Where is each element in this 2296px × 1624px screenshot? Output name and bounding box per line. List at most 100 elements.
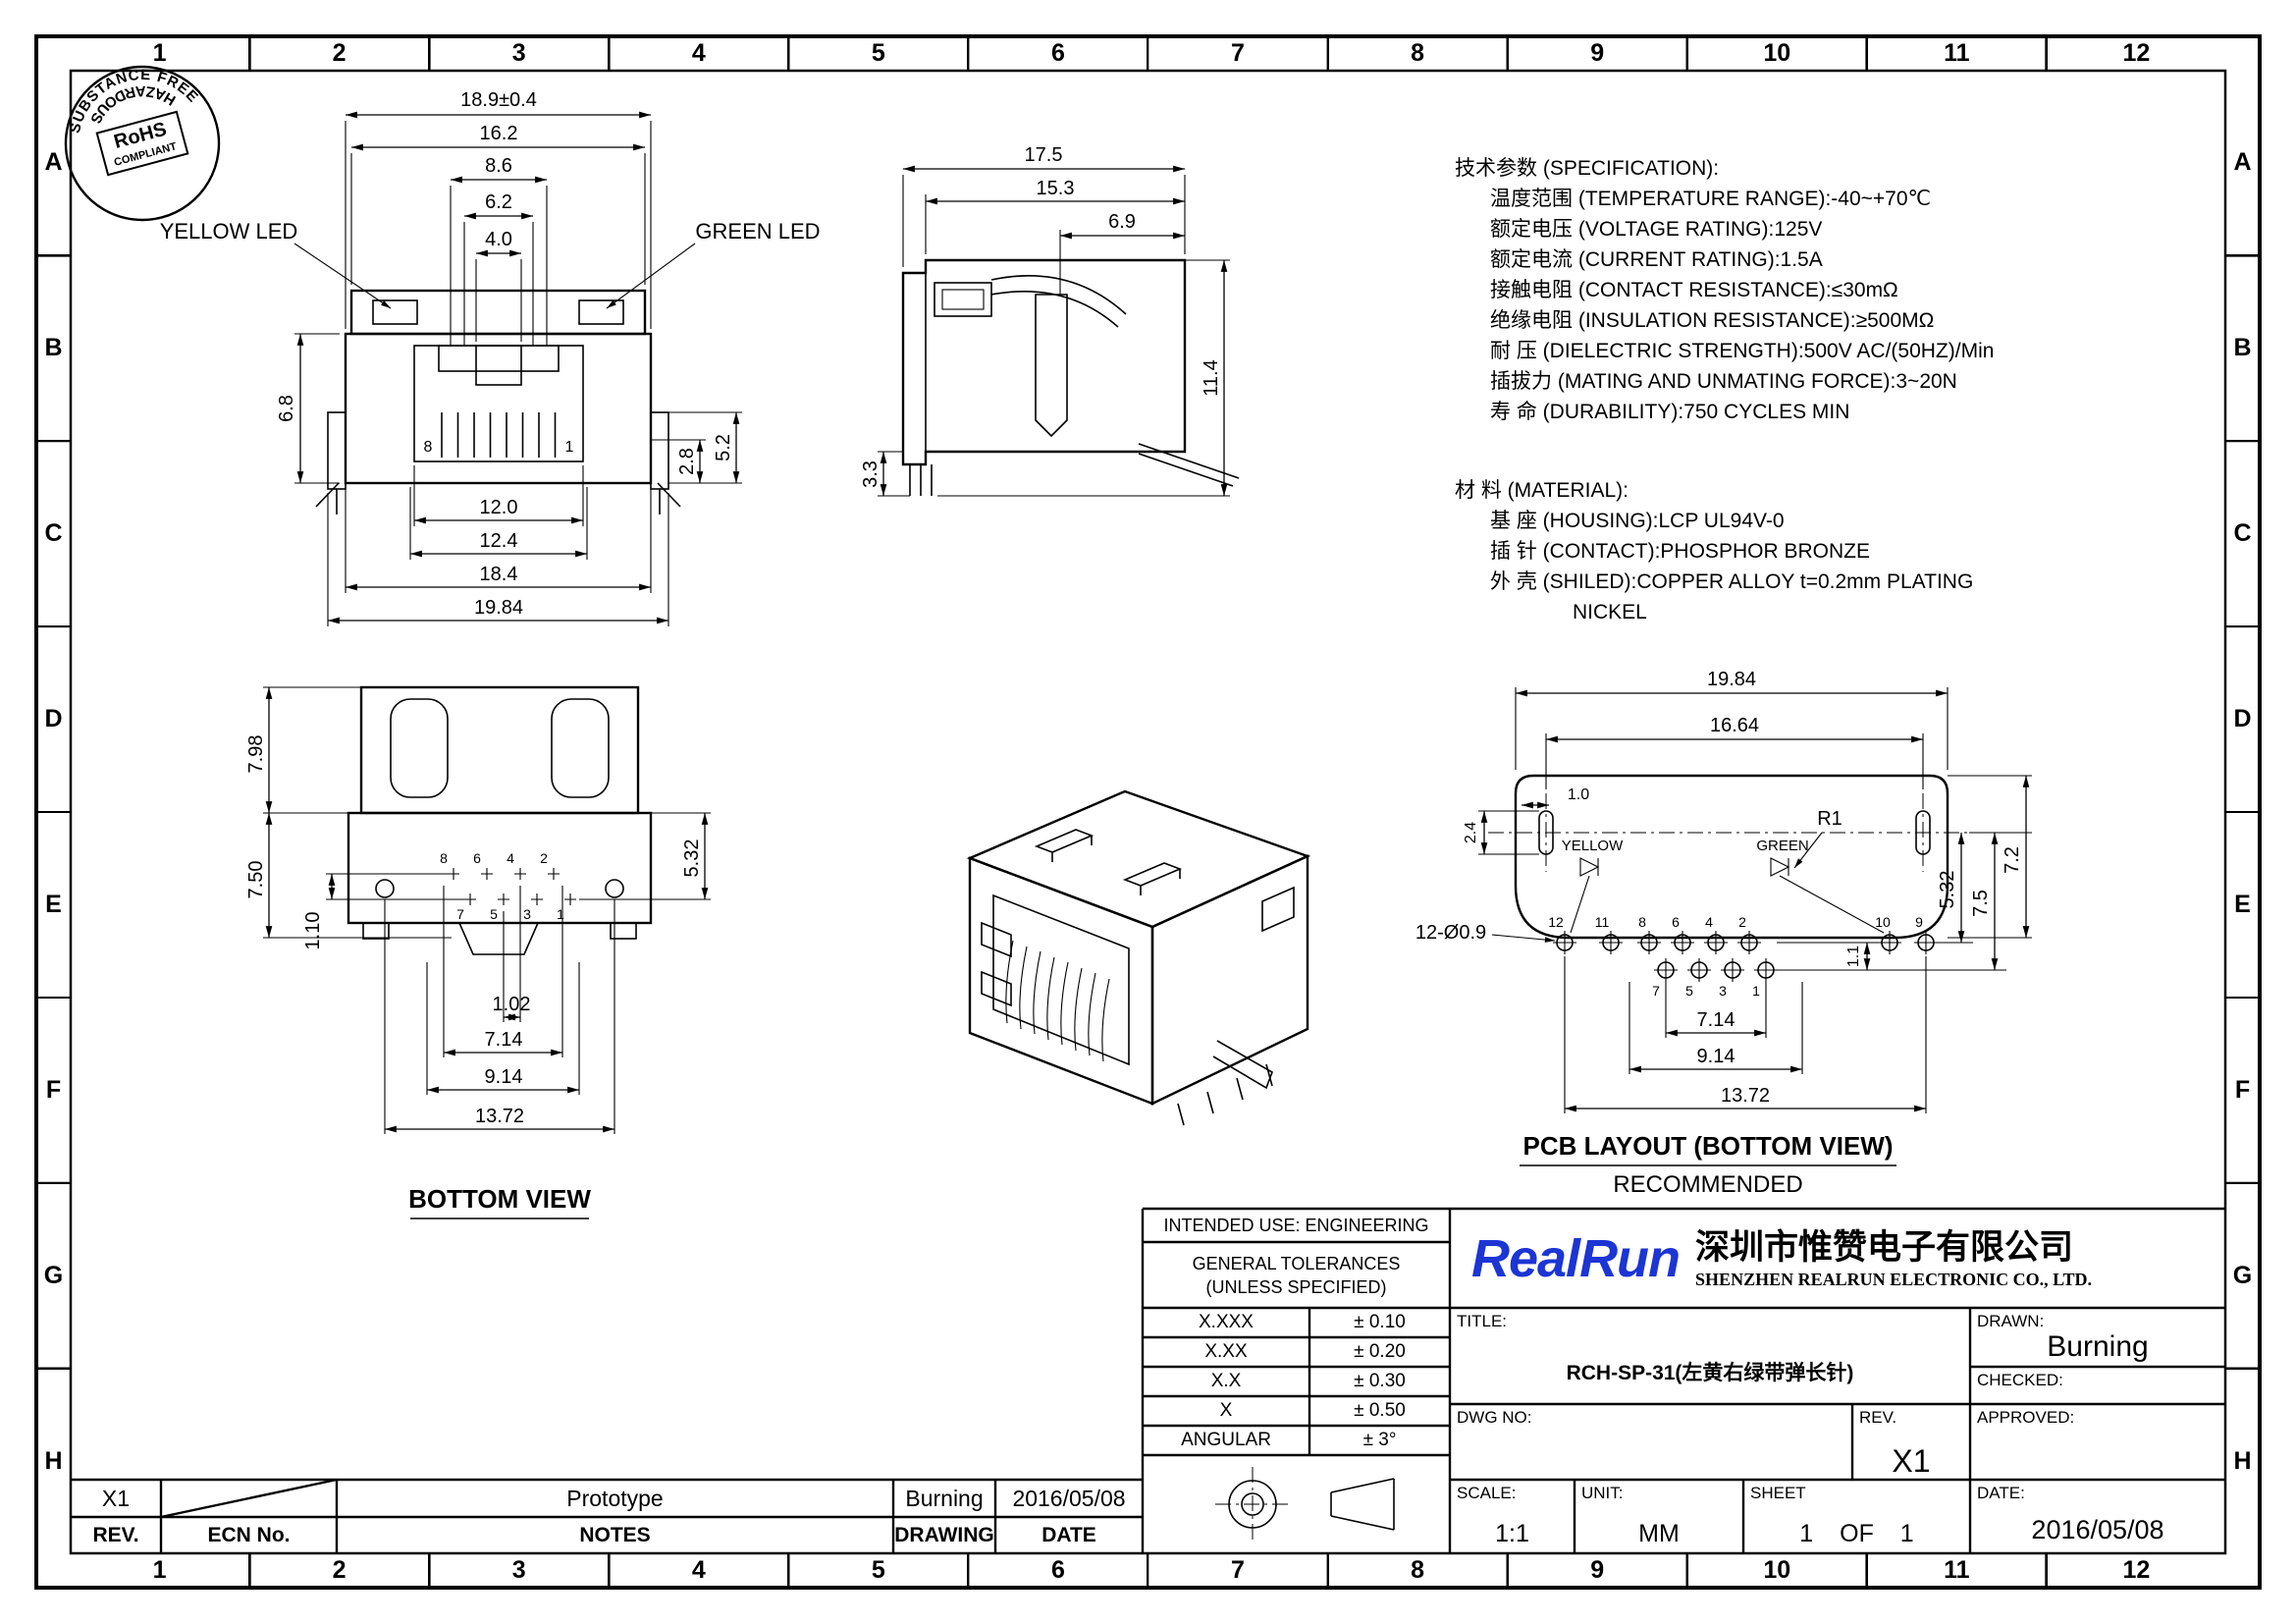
pcb-dim-5.32: 5.32 <box>1937 871 1958 909</box>
pcb-radius-r1: R1 <box>1817 808 1842 830</box>
bv-dim-13.72: 13.72 <box>475 1106 524 1127</box>
grid-col-label: 11 <box>1865 36 2046 71</box>
material-line: 基 座 (HOUSING):LCP UL94V-0 <box>1490 510 1785 532</box>
grid-col-label: 10 <box>1685 1553 1866 1588</box>
grid-row-label: D <box>2225 625 2260 811</box>
projection-symbol <box>1215 1467 1395 1542</box>
front-dim-6.2: 6.2 <box>485 191 512 213</box>
drawing-title-value: RCH-SP-31(左黄右绿带弹长针) <box>1566 1362 1854 1384</box>
side-view: 17.5 15.3 6.9 11.4 3.3 <box>860 144 1240 497</box>
date-value: 2016/05/08 <box>2031 1515 2164 1544</box>
grid-col-label: 5 <box>787 36 967 71</box>
bv-dim-9.14: 9.14 <box>485 1066 523 1088</box>
front-dim-19.84: 19.84 <box>474 597 523 619</box>
front-dim-12.4: 12.4 <box>480 530 518 552</box>
pcb-holes-label: 12-Ø0.9 <box>1415 922 1486 944</box>
revision-ecn-label: ECN No. <box>207 1523 291 1546</box>
spec-line: 额定电流 (CURRENT RATING):1.5A <box>1490 248 1823 271</box>
bv-dim-7.14: 7.14 <box>485 1029 523 1051</box>
sheet-label: SHEET <box>1750 1484 1806 1502</box>
grid-row-label: E <box>36 811 71 997</box>
grid-col-label: 3 <box>428 1553 608 1588</box>
bv-dim-1.02: 1.02 <box>493 994 531 1015</box>
drawn-value: Burning <box>2047 1330 2149 1363</box>
front-dim-18.9: 18.9±0.4 <box>460 89 537 111</box>
spec-line: 额定电压 (VOLTAGE RATING):125V <box>1490 218 1823 241</box>
pcb-pin-4: 4 <box>1705 914 1713 930</box>
pcb-pin-12: 12 <box>1548 914 1564 930</box>
date-cell: DATE: 2016/05/08 <box>1970 1480 2225 1553</box>
grid-row-label: B <box>36 254 71 440</box>
company-header: RealRun 深圳市惟赞电子有限公司 SHENZHEN REALRUN ELE… <box>1450 1209 2225 1308</box>
tolerances-title: GENERAL TOLERANCES <box>1192 1253 1401 1273</box>
material-line: 插 针 (CONTACT):PHOSPHOR BRONZE <box>1490 540 1870 563</box>
grid-row-label: G <box>36 1182 71 1368</box>
spec-line: 耐 压 (DIELECTRIC STRENGTH):500V AC/(50HZ)… <box>1490 340 1995 362</box>
pcb-pin-6: 6 <box>1672 914 1680 930</box>
pcb-layout: 12 11 8 6 4 2 10 9 7 5 3 1 YELLOW GREEN … <box>1415 669 2032 1198</box>
dwg-no-cell: DWG NO: <box>1450 1404 1852 1480</box>
grid-col-label: 1 <box>152 1556 167 1584</box>
grid-col-label: 7 <box>1147 1553 1326 1588</box>
grid-col-label: 8 <box>1326 1553 1507 1588</box>
grid-col-label: 5 <box>787 1553 967 1588</box>
bv-pin-5: 5 <box>490 906 498 922</box>
pcb-pin-5: 5 <box>1685 983 1693 999</box>
title-cell: TITLE: RCH-SP-31(左黄右绿带弹长针) <box>1450 1308 1970 1404</box>
unit-cell: UNIT: MM <box>1575 1480 1743 1553</box>
front-pin8-label: 8 <box>424 439 433 456</box>
spec-line: 寿 命 (DURABILITY):750 CYCLES MIN <box>1490 401 1850 423</box>
tolerance-row: X± 0.50 <box>1219 1400 1406 1421</box>
front-view: 8 1 4.0 6.2 8.6 16.2 18.9±0.4 12.0 12.4 … <box>160 89 821 626</box>
grid-row-label: A <box>44 148 63 176</box>
grid-row-label: A <box>2233 148 2252 176</box>
pcb-dim-16.64: 16.64 <box>1710 715 1759 736</box>
front-pin1-label: 1 <box>565 439 574 456</box>
material-line: NICKEL <box>1573 601 1647 623</box>
drawn-label: DRAWN: <box>1977 1312 2045 1330</box>
approved-label: APPROVED: <box>1977 1408 2075 1427</box>
front-dim-6.8: 6.8 <box>276 395 297 422</box>
grid-col-label: 12 <box>2045 1553 2225 1588</box>
company-logo: RealRun <box>1471 1228 1681 1288</box>
revision-drawing-label: DRAWING <box>894 1523 994 1546</box>
grid-row-label: D <box>36 625 71 811</box>
grid-col-label: 11 <box>1865 1553 2046 1588</box>
title-block-grid <box>71 1207 2225 1553</box>
iso-view <box>966 789 1311 1126</box>
grid-col-label: 9 <box>1506 36 1686 71</box>
sheet-value: 1 OF 1 <box>1799 1520 1914 1547</box>
tolerance-row: ANGULAR± 3° <box>1181 1430 1397 1450</box>
front-dim-4.0: 4.0 <box>485 229 512 250</box>
pcb-dim-2.4: 2.4 <box>1463 822 1479 843</box>
date-label: DATE: <box>1977 1484 2025 1502</box>
pcb-dim-7.2: 7.2 <box>2002 846 2023 874</box>
spec-title: 技术参数 (SPECIFICATION): <box>1455 157 1720 180</box>
front-dim-5.2: 5.2 <box>713 434 734 461</box>
front-dim-8.6: 8.6 <box>485 155 512 177</box>
pcb-yellow-label: YELLOW <box>1562 838 1624 854</box>
material-title: 材 料 (MATERIAL): <box>1455 479 1629 502</box>
revision-notes-value: Prototype <box>566 1485 664 1511</box>
green-led-label: GREEN LED <box>695 219 820 244</box>
pcb-dim-7.14: 7.14 <box>1697 1009 1735 1031</box>
bv-pin-1: 1 <box>557 906 564 922</box>
rohs-stamp: RoHS COMPLIANT SUBSTANCE FREE HAZARDOUS <box>55 51 221 222</box>
grid-row-label: H <box>2225 1368 2260 1553</box>
spec-line: 接触电阻 (CONTACT RESISTANCE):≤30mΩ <box>1490 279 1898 301</box>
scale-value: 1:1 <box>1495 1520 1529 1547</box>
tolerance-row: X.XXX± 0.10 <box>1199 1312 1406 1332</box>
border-columns-top: 1 2 3 4 5 6 7 8 9 10 11 12 <box>71 36 2225 71</box>
front-dim-12.0: 12.0 <box>480 497 518 518</box>
pcb-green-label: GREEN <box>1756 838 1808 854</box>
bv-pin-8: 8 <box>440 850 448 866</box>
border-columns-bottom: 1 2 3 4 5 6 7 8 9 10 11 12 <box>71 1553 2225 1588</box>
scale-cell: SCALE: 1:1 <box>1450 1480 1575 1553</box>
bv-pin-4: 4 <box>507 850 514 866</box>
side-dim-11.4: 11.4 <box>1201 359 1222 396</box>
rev-label: REV. <box>1859 1408 1897 1427</box>
grid-row-label: C <box>2225 440 2260 625</box>
bv-pin-2: 2 <box>540 850 548 866</box>
tolerance-row: X.X± 0.30 <box>1210 1371 1406 1391</box>
bv-pin-3: 3 <box>523 906 531 922</box>
